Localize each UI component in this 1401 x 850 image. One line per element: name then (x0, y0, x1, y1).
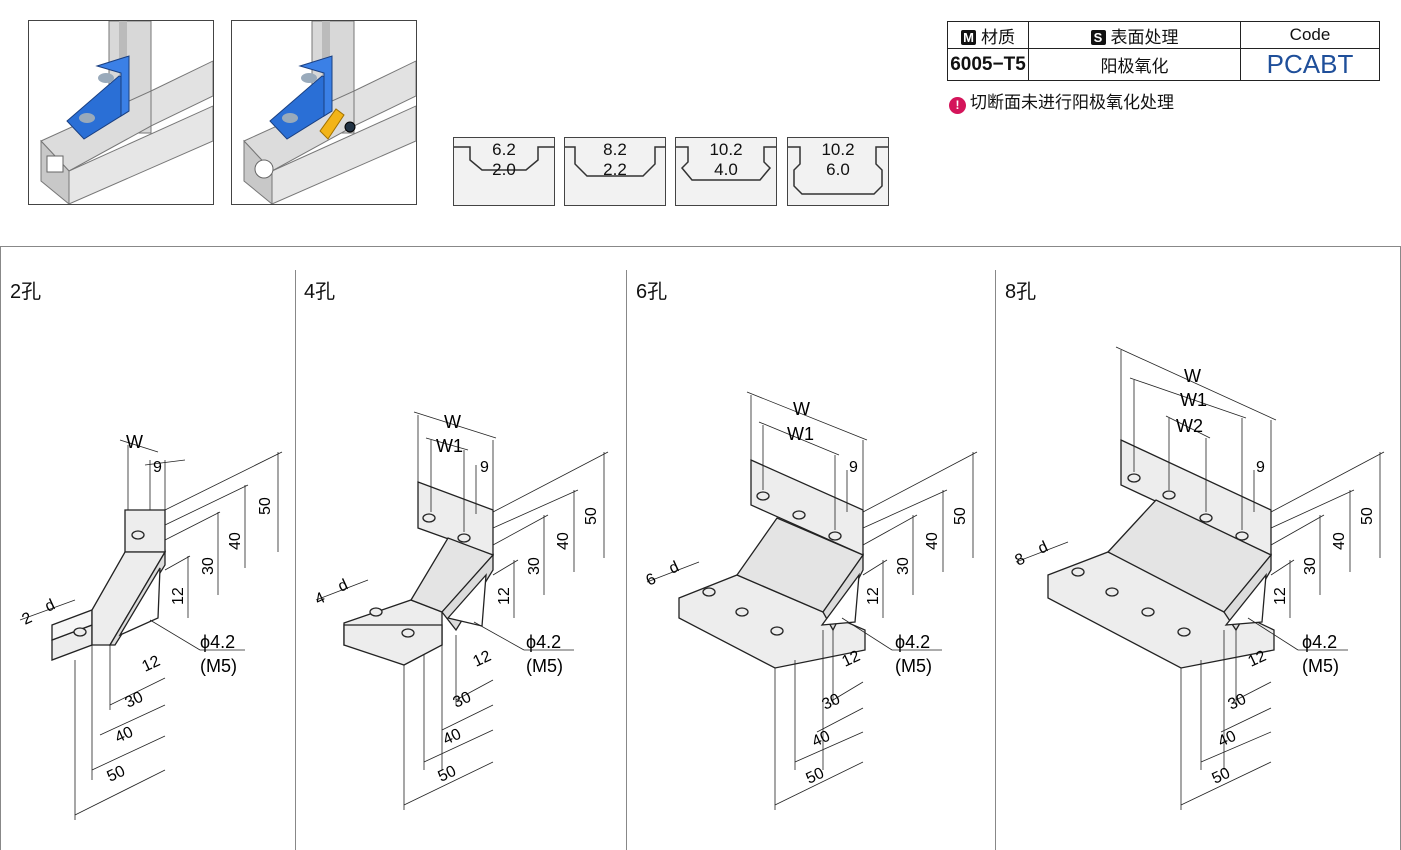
slot-depth: 2.2 (603, 160, 627, 179)
hole-diameter: ϕ4.2 (200, 632, 235, 652)
dim-depth-30: 30 (820, 691, 843, 714)
slot-width: 10.2 (709, 140, 743, 159)
dim-height-12: 12 (170, 587, 187, 605)
slot-depth: 2.0 (492, 160, 516, 179)
dim-d-letter: d (667, 558, 682, 577)
dim-bottom-d: 2 (20, 609, 35, 628)
dim-bottom-d: 8 (1013, 550, 1028, 569)
slot-depth: 6.0 (826, 160, 850, 179)
product-photo-2 (231, 20, 417, 205)
dim-w-label: W (444, 412, 461, 432)
hole-thread: (M5) (895, 656, 932, 676)
slot-width: 6.2 (492, 140, 516, 159)
dim-depth-12: 12 (140, 653, 163, 676)
dim-d-letter: d (1036, 538, 1051, 557)
dim-bottom-d: 4 (313, 589, 328, 608)
slot-profile-1: 6.2 2.0 (453, 137, 555, 206)
slot-profile-2: 8.2 2.2 (564, 137, 666, 206)
bracket-drawing-4-hole: W W1 9 50 40 30 12 ϕ4.2 (M5) 4 d 12 30 4… (313, 411, 609, 810)
dim-height-12: 12 (496, 587, 513, 605)
code-value[interactable]: PCABT (1240, 48, 1380, 81)
section-title-8-hole: 8孔 (1005, 281, 1037, 303)
dim-bottom-d: 6 (644, 570, 659, 589)
hole-diameter: ϕ4.2 (895, 632, 930, 652)
dim-depth-30: 30 (123, 689, 146, 712)
dim-depth-50: 50 (105, 763, 128, 786)
product-photo-1 (28, 20, 214, 205)
hole-diameter: ϕ4.2 (526, 632, 561, 652)
dim-w2-label: W2 (1176, 416, 1203, 436)
dim-depth-50: 50 (436, 763, 459, 786)
dim-height-50: 50 (952, 507, 969, 525)
dim-height-30: 30 (895, 557, 912, 575)
dim-w1-label: W1 (787, 424, 814, 444)
material-value: 6005−T5 (947, 48, 1029, 81)
hole-diameter: ϕ4.2 (1302, 632, 1337, 652)
dim-d-letter: d (43, 596, 58, 615)
hole-thread: (M5) (526, 656, 563, 676)
dim-height-30: 30 (200, 557, 217, 575)
dim-w-label: W (126, 432, 143, 452)
dim-w-label: W (793, 399, 810, 419)
dim-depth-12: 12 (1246, 648, 1269, 671)
dim-offset-label: 9 (153, 459, 162, 476)
section-title-4-hole: 4孔 (304, 281, 336, 303)
dim-offset-label: 9 (849, 459, 858, 476)
bracket-drawing-2-hole: W 9 50 40 30 12 ϕ4.2 (M5) 2 d 12 30 40 5… (20, 432, 283, 820)
note: !切断面未进行阳极氧化处理 (949, 88, 1174, 114)
slot-profile-4: 10.2 6.0 (787, 137, 889, 206)
section-frame-top (0, 246, 1401, 247)
hole-thread: (M5) (1302, 656, 1339, 676)
section-divider (626, 270, 627, 850)
warning-icon: ! (949, 97, 966, 114)
surface-value: 阳极氧化 (1028, 48, 1241, 81)
dim-depth-40: 40 (113, 724, 136, 747)
slot-depth: 4.0 (714, 160, 738, 179)
dim-height-50: 50 (1359, 507, 1376, 525)
section-title-2-hole: 2孔 (10, 281, 42, 303)
dim-w1-label: W1 (436, 436, 463, 456)
hole-thread: (M5) (200, 656, 237, 676)
code-header: Code (1240, 21, 1380, 49)
dim-offset-label: 9 (1256, 459, 1265, 476)
dim-depth-30: 30 (1226, 691, 1249, 714)
dim-w1-label: W1 (1180, 390, 1207, 410)
slot-width: 10.2 (821, 140, 855, 159)
dim-w-label: W (1184, 366, 1201, 386)
dim-depth-40: 40 (810, 728, 833, 751)
dim-depth-40: 40 (1216, 728, 1239, 751)
slot-width: 8.2 (603, 140, 627, 159)
dim-height-12: 12 (1272, 587, 1289, 605)
bracket-drawing-8-hole: W W1 W2 9 50 40 30 12 ϕ4.2 (M5) 8 d 12 3… (1013, 346, 1385, 810)
dim-depth-12: 12 (471, 648, 494, 671)
dim-depth-30: 30 (451, 689, 474, 712)
dim-d-letter: d (336, 576, 351, 595)
dim-height-40: 40 (227, 532, 244, 550)
section-divider (295, 270, 296, 850)
frame-left (0, 246, 1, 850)
dim-offset-label: 9 (480, 459, 489, 476)
dim-height-50: 50 (257, 497, 274, 515)
note-text: 切断面未进行阳极氧化处理 (970, 93, 1174, 112)
dim-depth-50: 50 (1210, 765, 1233, 788)
dim-height-30: 30 (526, 557, 543, 575)
section-title-6-hole: 6孔 (636, 281, 668, 303)
dim-height-50: 50 (583, 507, 600, 525)
slot-profile-3: 10.2 4.0 (675, 137, 777, 206)
dim-height-40: 40 (1331, 532, 1348, 550)
dim-depth-50: 50 (804, 765, 827, 788)
dim-height-40: 40 (924, 532, 941, 550)
section-divider (995, 270, 996, 850)
dim-height-12: 12 (865, 587, 882, 605)
bracket-drawing-6-hole: W W1 9 50 40 30 12 ϕ4.2 (M5) 6 d 12 30 4… (644, 391, 978, 810)
dim-height-30: 30 (1302, 557, 1319, 575)
dim-depth-40: 40 (441, 726, 464, 749)
dim-height-40: 40 (555, 532, 572, 550)
dim-depth-12: 12 (840, 648, 863, 671)
